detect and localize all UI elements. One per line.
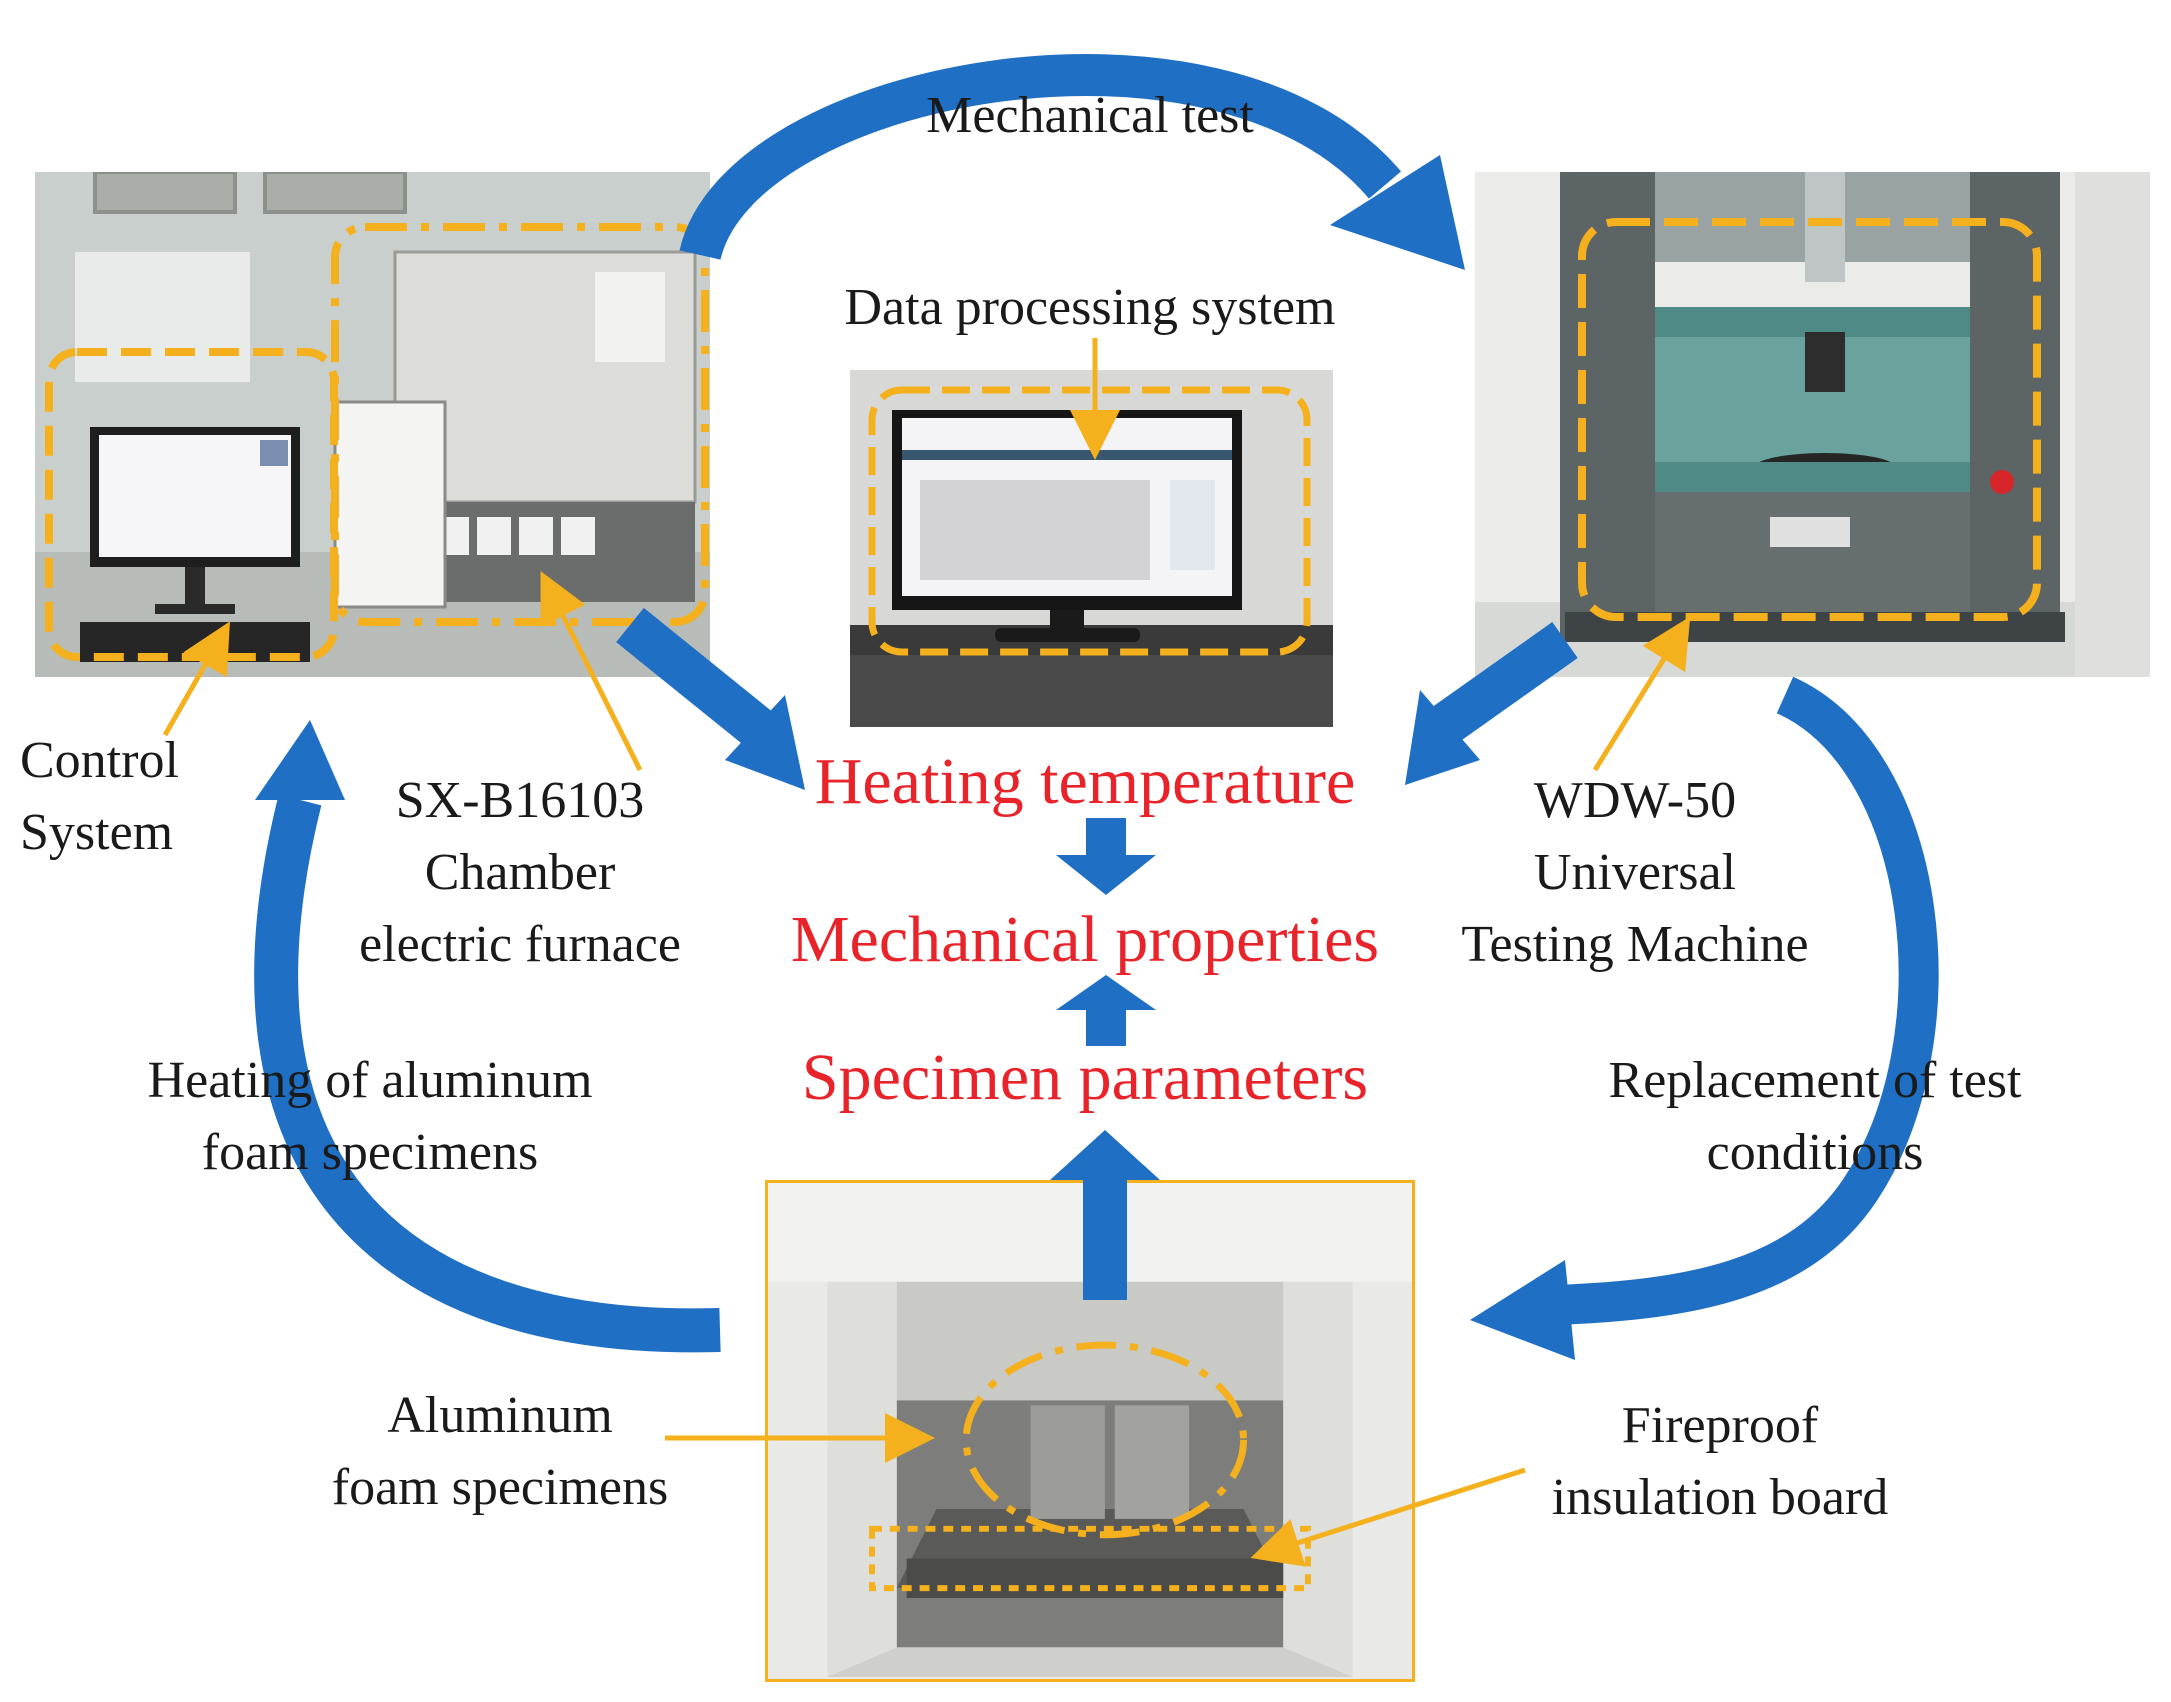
label-fireproof-line-2: insulation board: [1551, 1469, 1889, 1526]
photo-furnace-and-control-system: [35, 172, 710, 677]
leader-fireproof-board: [1250, 1467, 1526, 1567]
arrow-specimen-to-mechanical-properties: [1056, 975, 1156, 1046]
photo-data-processing-system: [850, 370, 1333, 727]
leader-furnace: [540, 571, 643, 772]
label-aluminum-foam-specimens: Aluminum foam specimens: [280, 1380, 720, 1524]
label-heating-line-1: Heating of aluminum: [147, 1052, 593, 1109]
label-furnace: SX-B16103 Chamber electric furnace: [310, 765, 730, 981]
curved-arrow-mechanical-test: [679, 54, 1465, 270]
factor-specimen-parameters: Specimen parameters: [801, 1041, 1369, 1114]
label-control-system-line-1: Control: [20, 732, 179, 789]
label-furnace-line-2: Chamber: [424, 844, 616, 901]
label-testing-machine-line-3: Testing Machine: [1461, 916, 1809, 973]
label-mechanical-test: Mechanical test: [926, 87, 1254, 144]
leader-control-system: [162, 621, 230, 737]
photo-universal-testing-machine: [1475, 172, 2150, 677]
curved-arrow-heating: [254, 720, 721, 1353]
label-control-system-line-2: System: [20, 804, 174, 861]
leader-testing-machine: [1592, 616, 1691, 772]
label-replacement-line-1: Replacement of test: [1608, 1052, 2022, 1109]
label-replacement-line-2: conditions: [1706, 1124, 1924, 1181]
label-specimens-line-2: foam specimens: [331, 1459, 669, 1516]
label-furnace-line-3: electric furnace: [359, 916, 681, 973]
label-data-processing-system: Data processing system: [844, 279, 1336, 336]
factor-heating-temperature: Heating temperature: [814, 745, 1356, 818]
label-control-system: Control System: [20, 725, 240, 869]
label-heating-of-specimens: Heating of aluminum foam specimens: [90, 1045, 650, 1189]
label-testing-machine-line-1: WDW-50: [1533, 772, 1737, 829]
label-furnace-line-1: SX-B16103: [395, 772, 645, 829]
arrow-heating-to-mechanical-properties: [1056, 818, 1156, 895]
label-testing-machine: WDW-50 Universal Testing Machine: [1415, 765, 1855, 981]
label-testing-machine-line-2: Universal: [1533, 844, 1737, 901]
factor-mechanical-properties: Mechanical properties: [790, 903, 1380, 976]
label-fireproof-insulation-board: Fireproof insulation board: [1500, 1390, 1940, 1534]
arrow-furnace-to-heating-temperature: [616, 607, 805, 790]
label-replacement-of-test-conditions: Replacement of test conditions: [1545, 1045, 2085, 1189]
label-fireproof-line-1: Fireproof: [1621, 1397, 1819, 1454]
arrow-photo-to-specimen-parameters: [1050, 1130, 1160, 1300]
label-heating-line-2: foam specimens: [201, 1124, 539, 1181]
curved-arrow-replacement: [1470, 676, 1939, 1360]
label-specimens-line-1: Aluminum: [387, 1387, 613, 1444]
arrow-machine-to-heating-temperature: [1405, 622, 1578, 785]
